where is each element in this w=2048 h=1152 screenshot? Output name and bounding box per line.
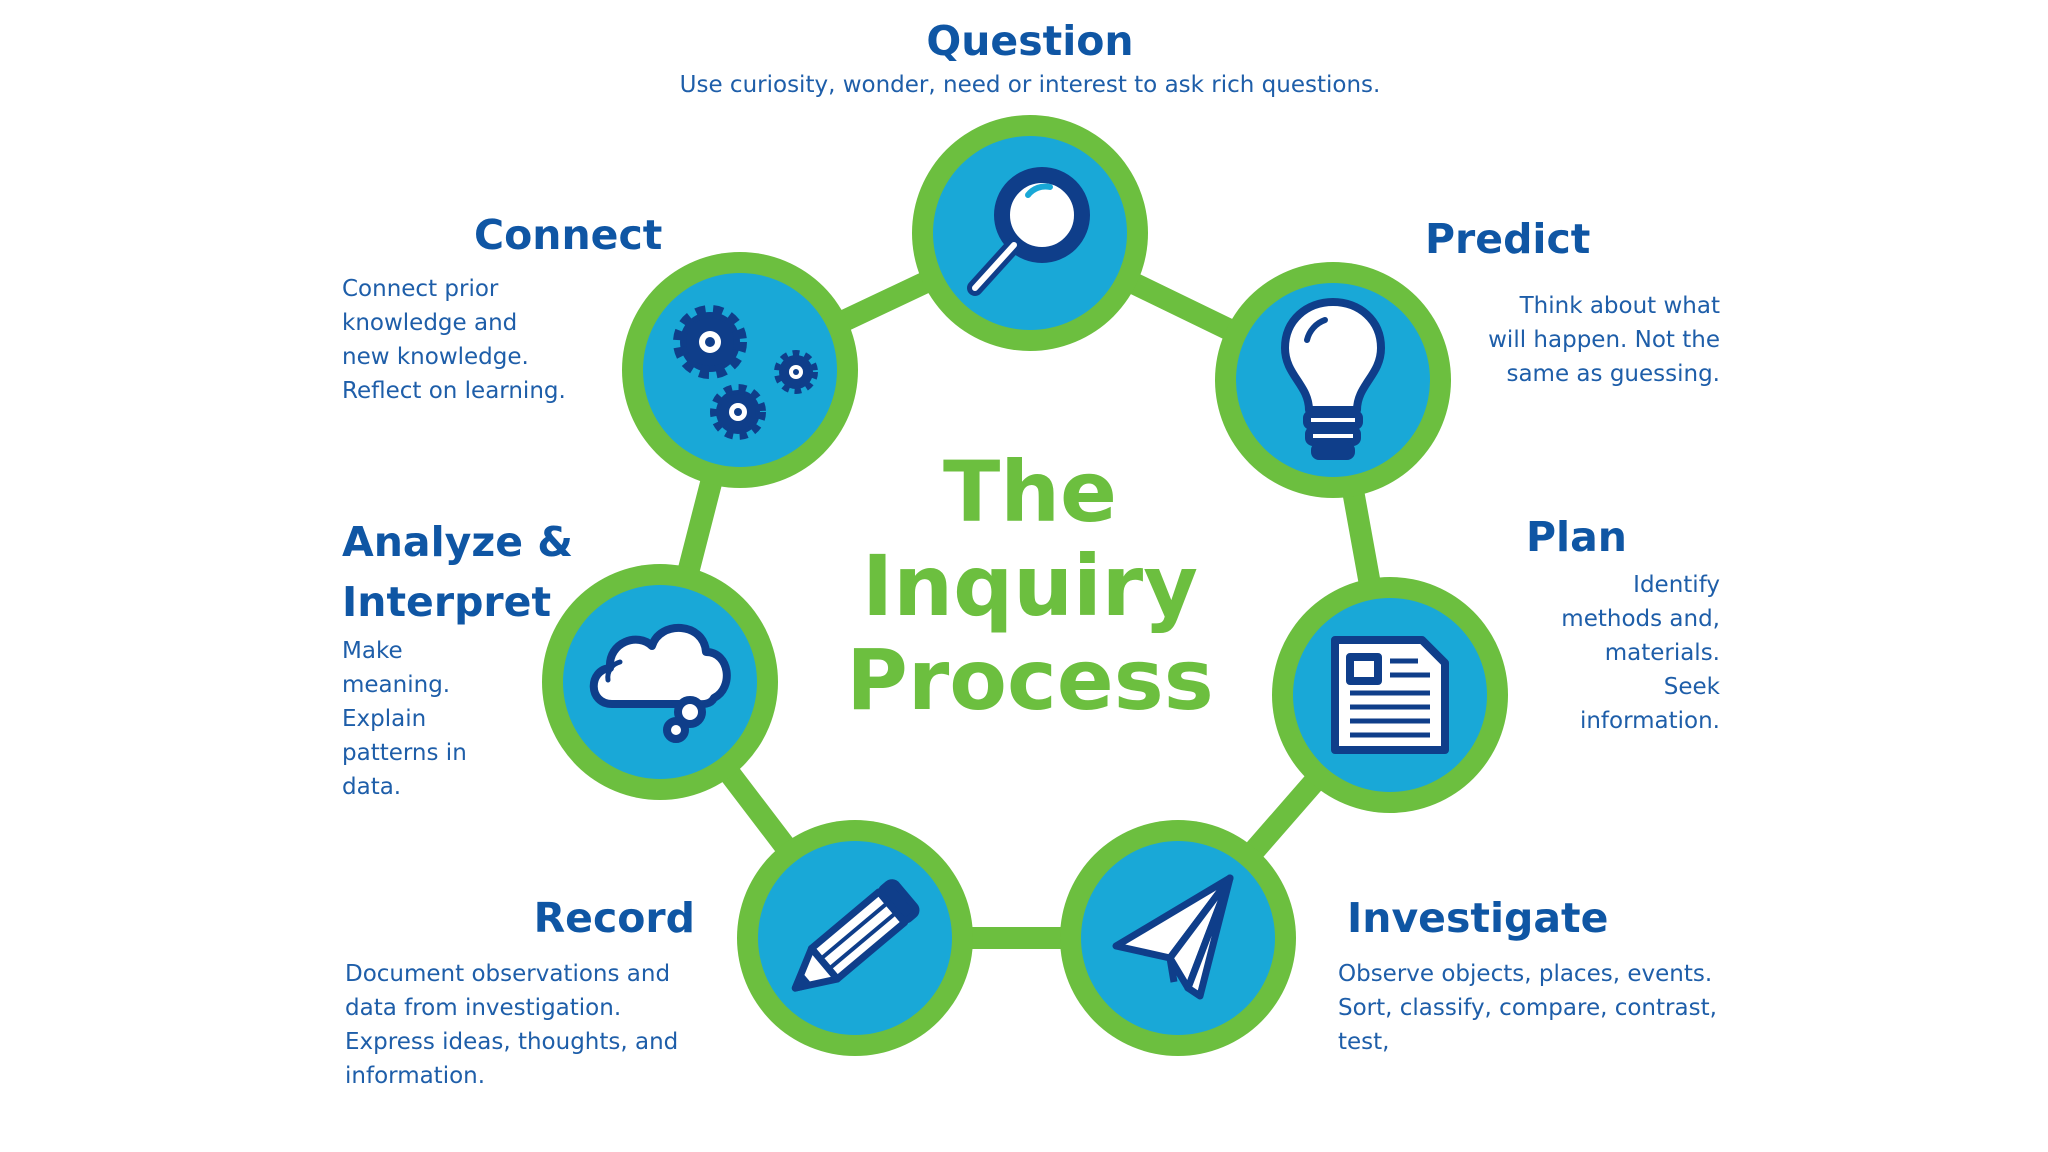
title-line: The	[942, 443, 1118, 541]
thought-cloud-icon	[589, 623, 731, 743]
stage-heading-predict: Predict	[1425, 215, 1591, 263]
stage-description-record: Document observations and data from inve…	[345, 961, 679, 1089]
stage-description-connect: Connect prior knowledge and new knowledg…	[342, 276, 566, 404]
stage-node-predict	[1215, 262, 1451, 498]
stage-description-investigate: Observe objects, places, events. Sort, c…	[1338, 961, 1717, 1055]
stage-node-record	[737, 820, 973, 1056]
lightbulb-icon	[1281, 298, 1385, 460]
stage-heading-plan: Plan	[1526, 513, 1627, 561]
paper-plane-icon	[1112, 874, 1234, 1000]
document-icon	[1331, 636, 1449, 754]
title-line: Inquiry	[862, 537, 1198, 635]
stage-description-analyze-interpret: Make meaning. Explain patterns in data.	[342, 638, 467, 800]
stage-node-investigate	[1060, 820, 1296, 1056]
title-line: Process	[846, 631, 1214, 729]
stage-heading-analyze-interpret: Analyze & Interpret	[342, 518, 574, 626]
stage-description-plan: Identify methods and, materials. Seek in…	[1561, 572, 1720, 734]
stage-node-question	[912, 115, 1148, 351]
magnifier-icon	[967, 167, 1090, 296]
stage-heading-connect: Connect	[474, 211, 663, 259]
diagram-title: The Inquiry Process	[820, 445, 1240, 727]
pencil-icon	[791, 879, 920, 992]
stage-heading-question: Question	[926, 17, 1134, 65]
stage-node-analyze-interpret	[542, 564, 778, 800]
stage-node-plan	[1272, 577, 1508, 813]
stage-heading-investigate: Investigate	[1347, 894, 1609, 942]
stage-description-predict: Think about what will happen. Not the sa…	[1488, 293, 1720, 387]
stage-description-question: Use curiosity, wonder, need or interest …	[679, 72, 1381, 98]
stage-heading-record: Record	[533, 894, 695, 942]
stage-node-connect	[622, 252, 858, 488]
gears-icon	[673, 305, 818, 440]
